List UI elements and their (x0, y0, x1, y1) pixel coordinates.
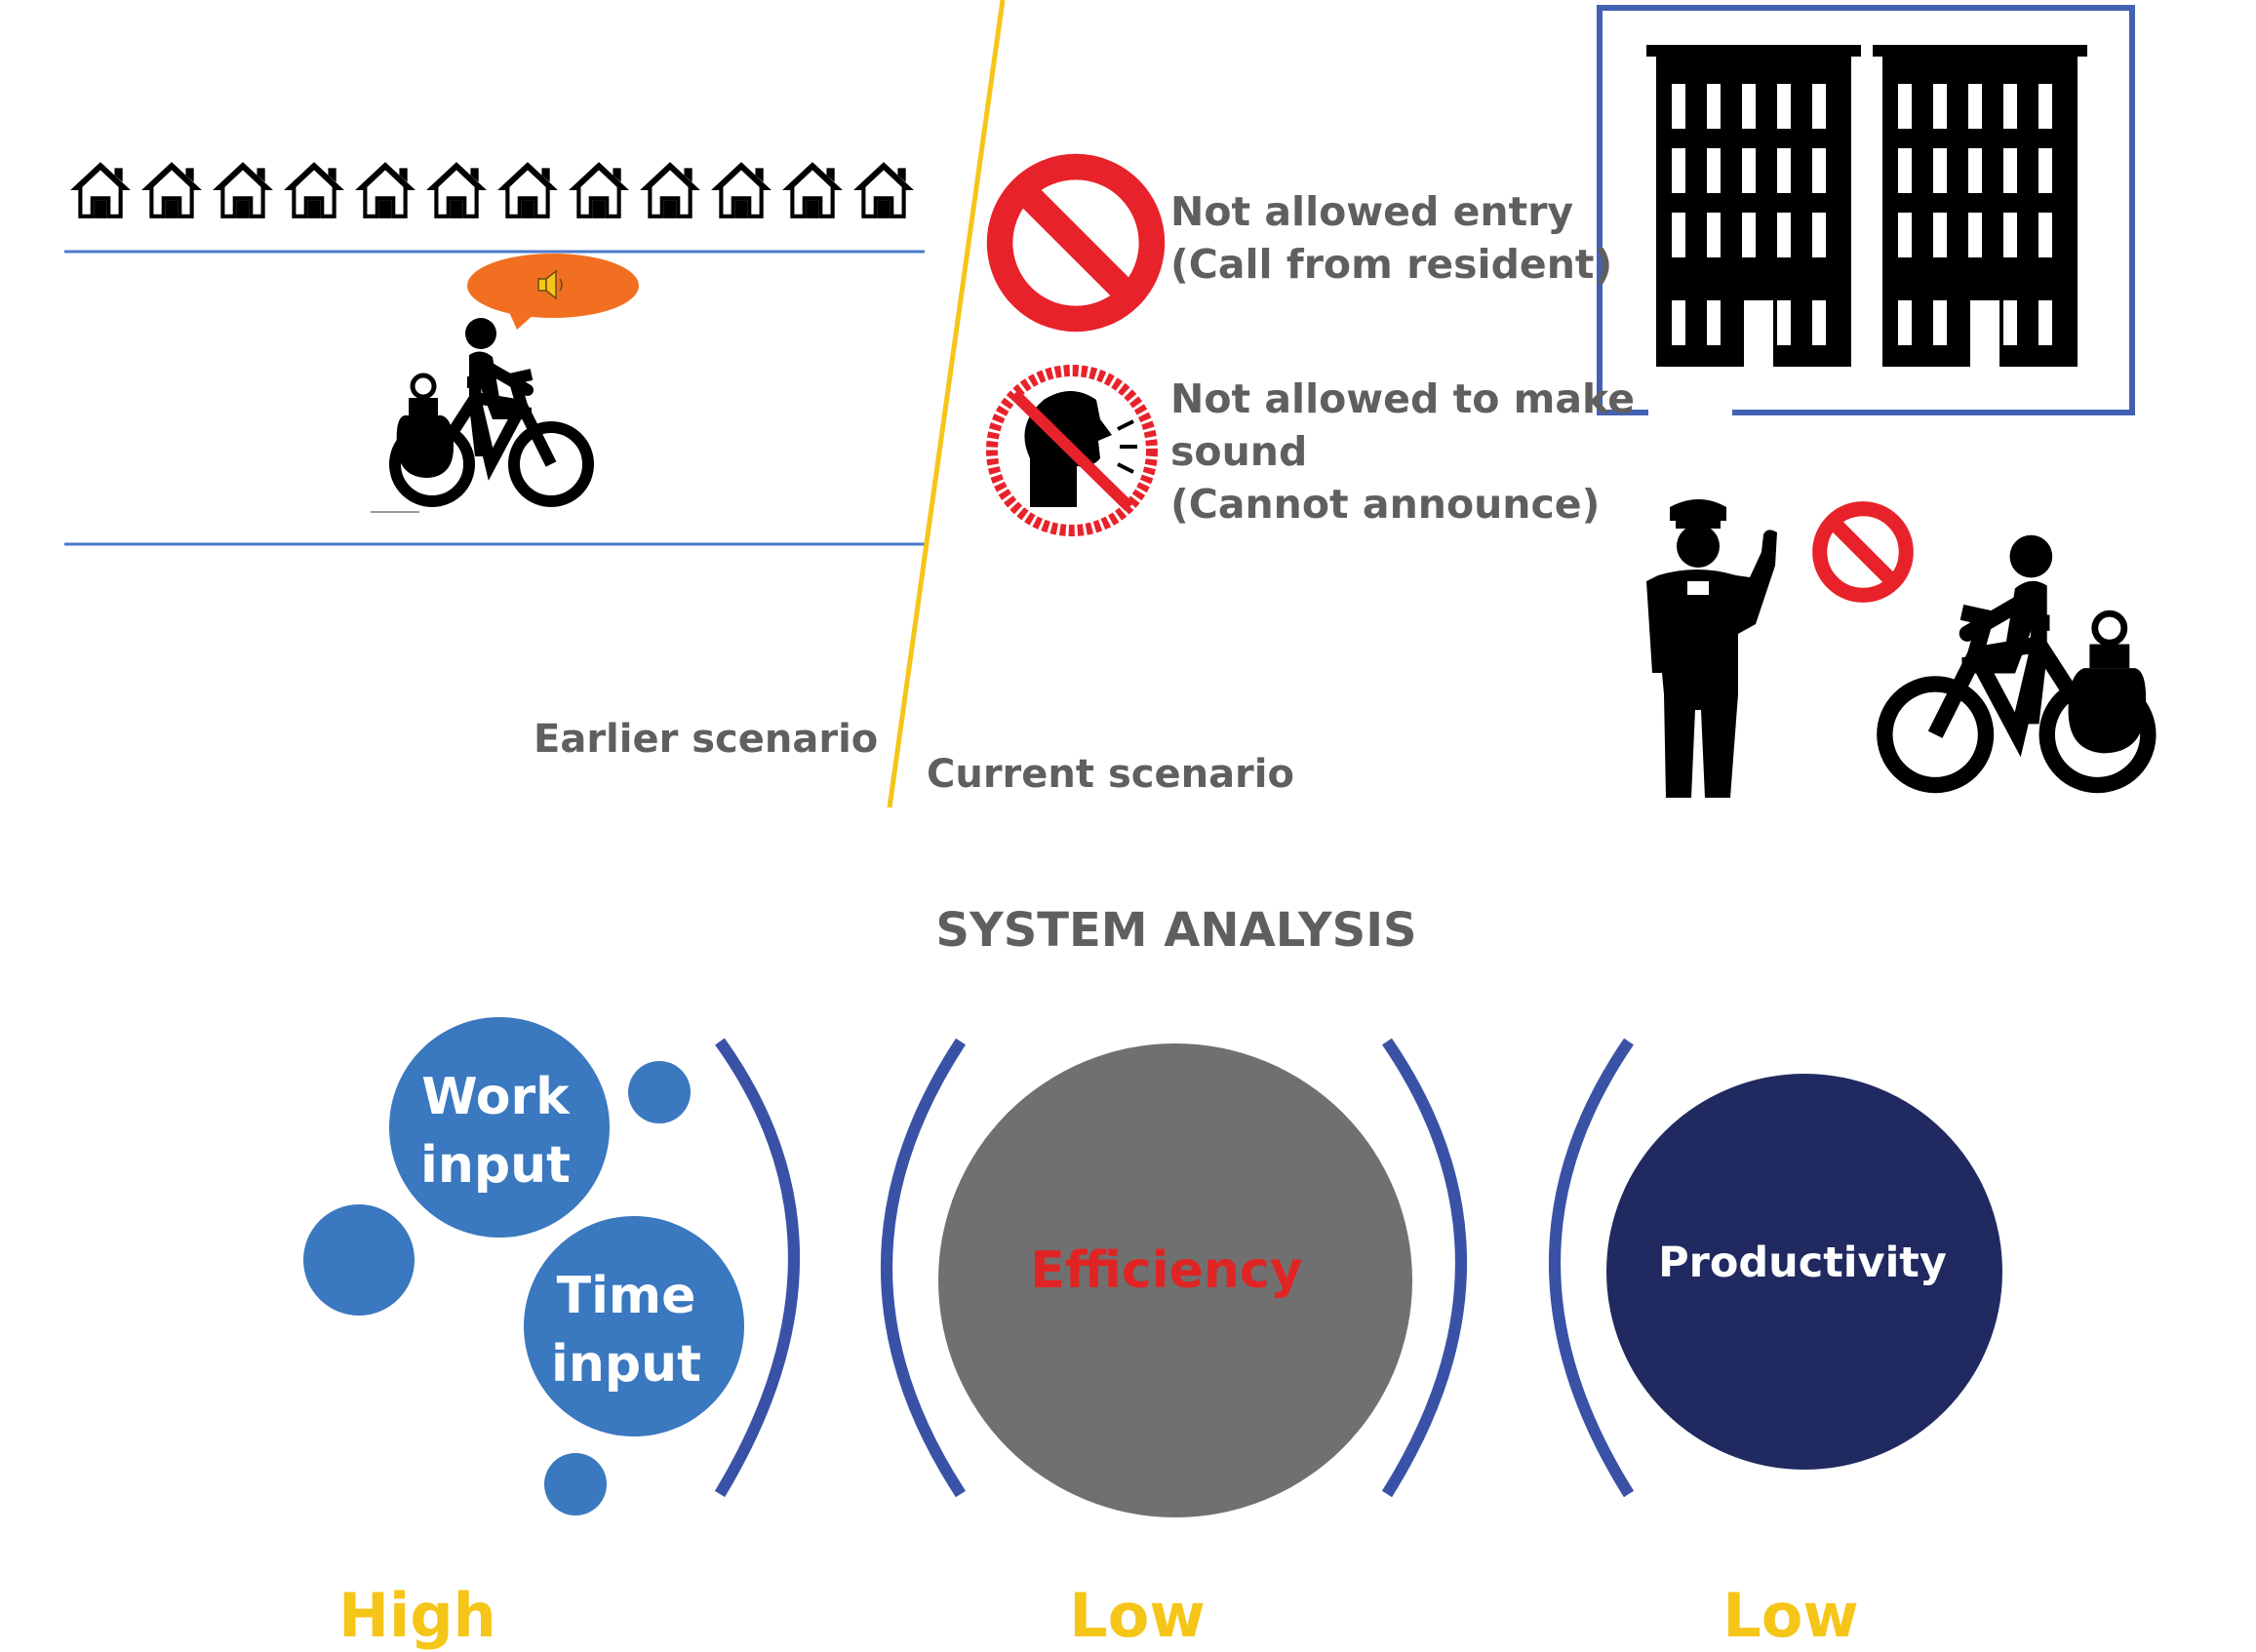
time-input-label: Time input (551, 1267, 701, 1394)
bracket-left-3 (1549, 1038, 1635, 1498)
cyclist-icon-right (1884, 535, 2148, 785)
cyclist-icon (371, 318, 588, 513)
level-input-label: High (338, 1580, 496, 1651)
bubble-small-1 (628, 1061, 691, 1123)
bracket-right-1 (714, 1038, 800, 1498)
rule-no-sound-text: Not allowed to make sound (Cannot announ… (1170, 375, 1636, 528)
no-entry-icon (1000, 167, 1152, 319)
efficiency-label: Efficiency (1030, 1241, 1303, 1300)
level-productivity-label: Low (1722, 1580, 1859, 1651)
no-entry-small-icon (1820, 509, 1907, 596)
apartment-building-icon (1646, 45, 2087, 367)
house-icon (569, 162, 629, 218)
time-input-circle (524, 1216, 744, 1436)
house-icon (355, 162, 416, 218)
productivity-label: Productivity (1658, 1239, 1947, 1287)
bubble-small-3 (544, 1453, 607, 1515)
building-frame (1597, 5, 2135, 415)
efficiency-circle (938, 1043, 1412, 1517)
police-officer-icon (1646, 499, 1777, 798)
house-icon (640, 162, 700, 218)
work-input-circle (389, 1017, 610, 1238)
house-icon (141, 162, 202, 218)
level-efficiency-label: Low (1069, 1580, 1206, 1651)
house-icon (711, 162, 772, 218)
house-row (70, 162, 914, 218)
current-scenario-label: Current scenario (927, 752, 1294, 797)
house-icon (853, 162, 914, 218)
house-icon (497, 162, 558, 218)
work-input-label: Work input (420, 1068, 571, 1195)
house-icon (782, 162, 843, 218)
productivity-circle (1606, 1074, 2002, 1470)
earlier-scenario-label: Earlier scenario (534, 717, 879, 762)
rule-no-entry-text: Not allowed entry (Call from resident) (1170, 188, 1613, 288)
no-speaking-icon (986, 365, 1158, 536)
house-icon (213, 162, 273, 218)
house-icon (284, 162, 344, 218)
bracket-group (714, 1038, 1635, 1498)
system-analysis-title: SYSTEM ANALYSIS (935, 903, 1417, 958)
house-icon (70, 162, 131, 218)
bubble-small-2 (303, 1204, 415, 1316)
house-icon (426, 162, 487, 218)
scenario-divider (887, 0, 1006, 808)
speaker-icon (467, 254, 639, 330)
bracket-right-2 (1381, 1038, 1467, 1498)
bracket-left-2 (881, 1038, 967, 1498)
